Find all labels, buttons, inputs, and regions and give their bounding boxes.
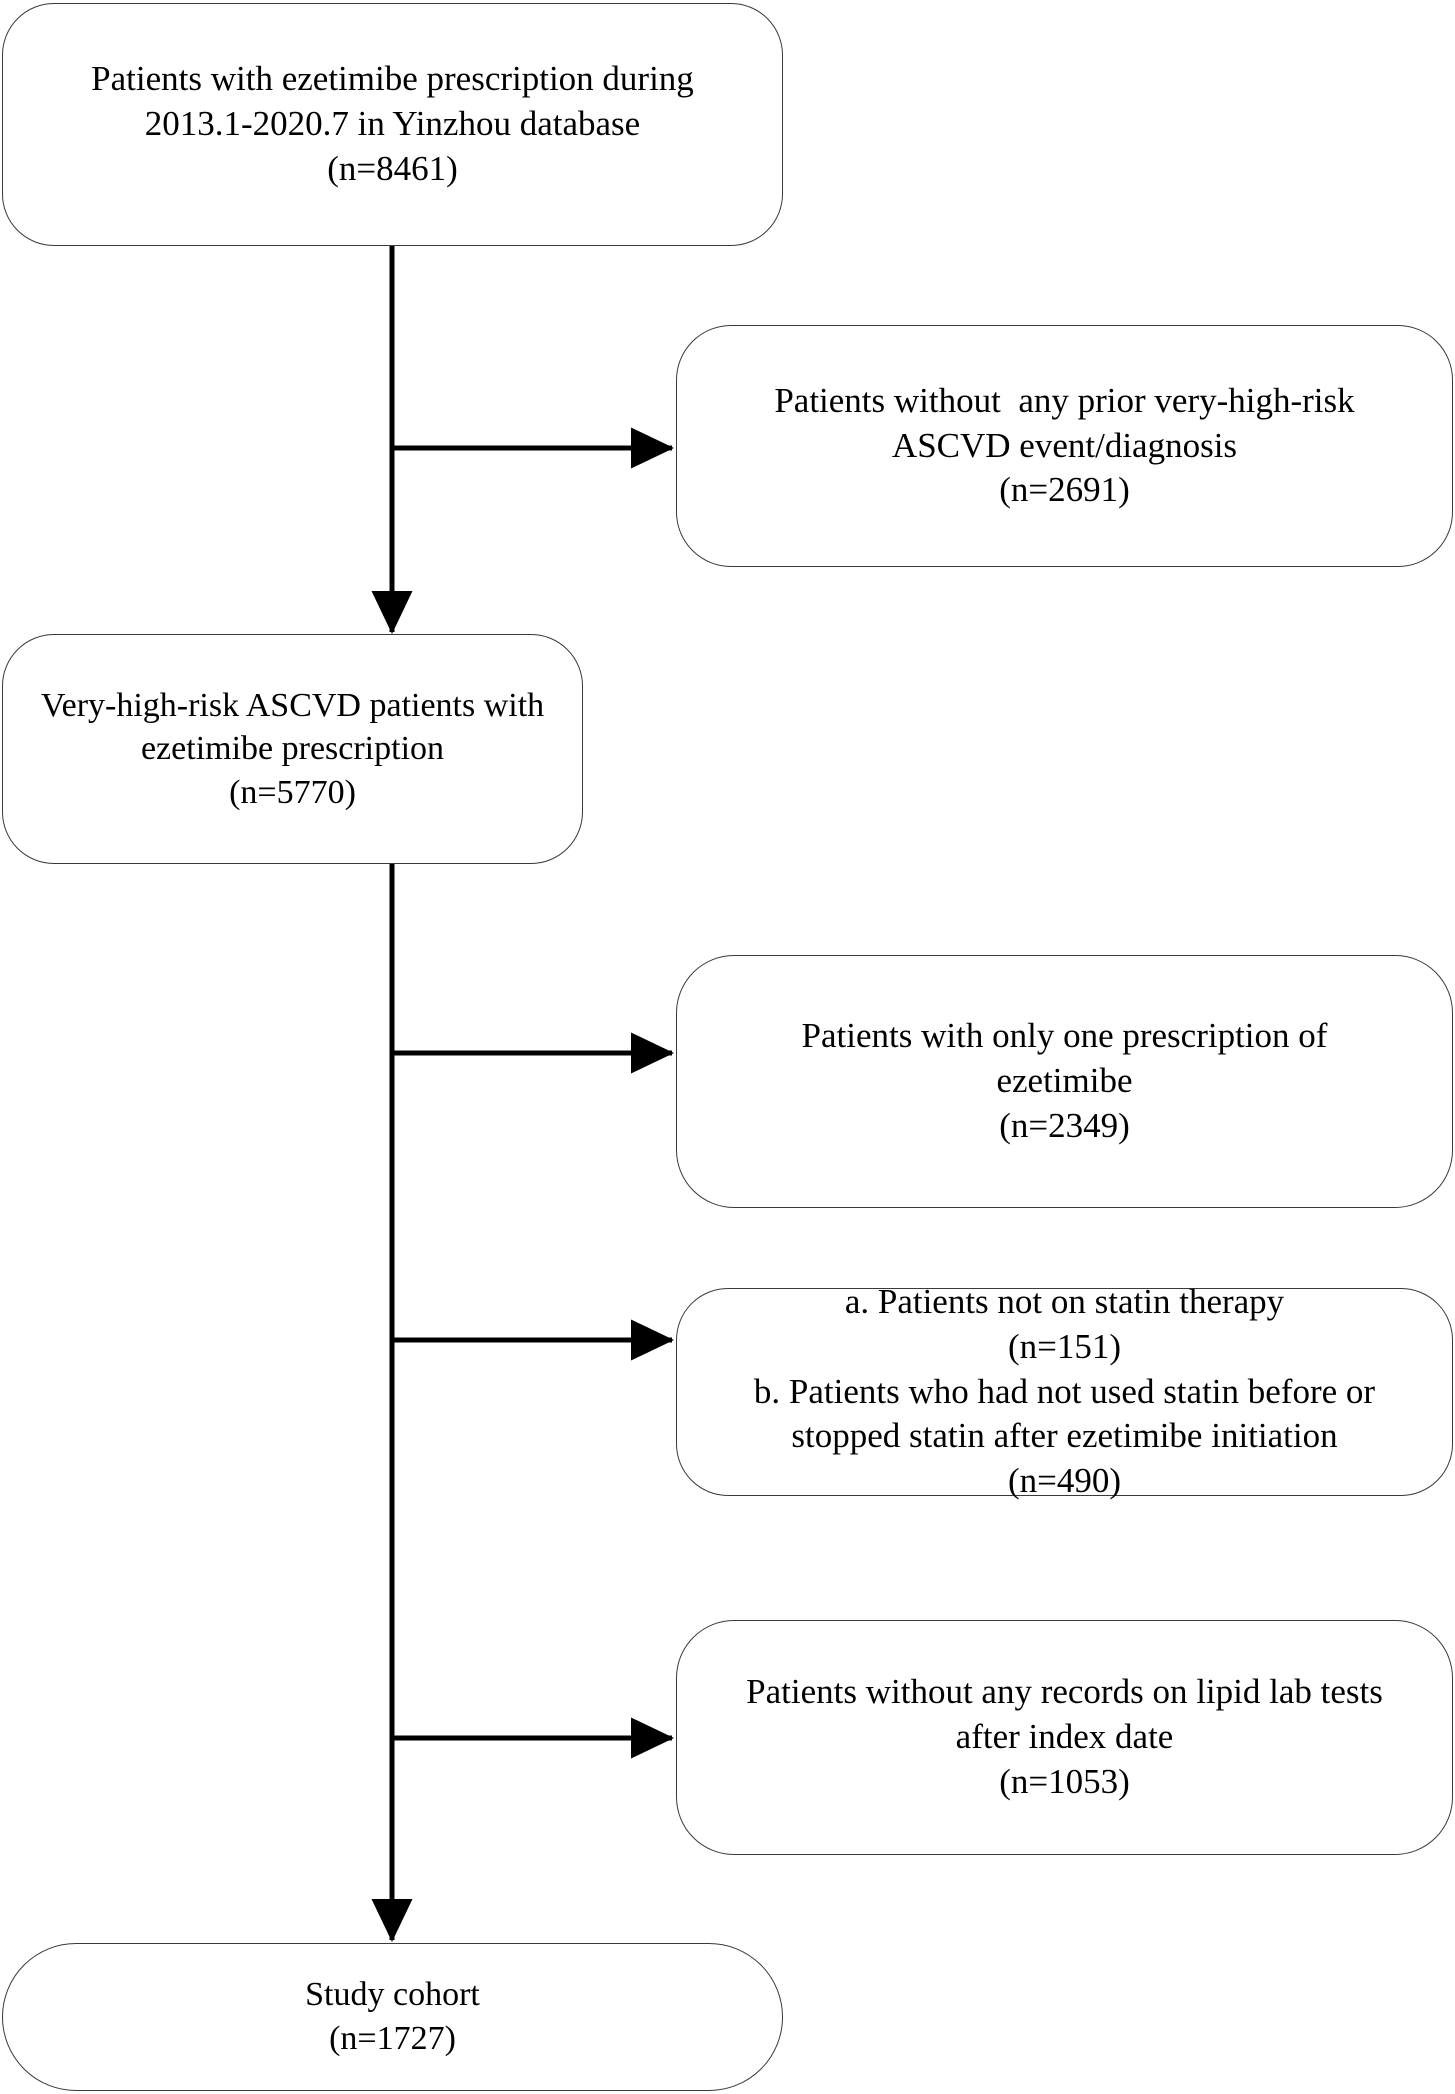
node-source-line-3: (n=8461) (327, 148, 458, 188)
node-source-line-2: 2013.1-2020.7 in Yinzhou database (144, 104, 641, 144)
node-exclusion-statin-line-5: (n=490) (1007, 1461, 1122, 1501)
node-exclusion-ascvd-line-3: (n=2691) (999, 470, 1130, 510)
node-exclusion-no-prior-ascvd: Patients without any prior very-high-ris… (676, 325, 1453, 567)
node-source-line-1: Patients with ezetimibe prescription dur… (91, 59, 694, 99)
node-vhr-line-1: Very-high-risk ASCVD patients with (40, 686, 545, 724)
node-exclusion-ascvd-line-1: Patients without any prior very-high-ris… (774, 380, 1355, 420)
node-exclusion-no-lipid-labs: Patients without any records on lipid la… (676, 1620, 1453, 1855)
node-exclusion-single-prescription: Patients with only one prescription of e… (676, 955, 1453, 1208)
node-exclusion-lipid-line-3: (n=1053) (999, 1761, 1130, 1801)
node-exclusion-statin-line-4: stopped statin after ezetimibe initiatio… (791, 1416, 1338, 1456)
node-exclusion-statin-line-1: a. Patients not on statin therapy (844, 1282, 1285, 1322)
node-final-study-cohort: Study cohort (n=1727) (2, 1943, 783, 2091)
node-very-high-risk-ascvd-cohort: Very-high-risk ASCVD patients with ezeti… (2, 634, 583, 864)
node-vhr-line-2: ezetimibe prescription (140, 730, 445, 768)
node-exclusion-lipid-line-1: Patients without any records on lipid la… (746, 1672, 1383, 1712)
node-exclusion-statin-line-3: b. Patients who had not used statin befo… (753, 1371, 1376, 1411)
node-vhr-line-3: (n=5770) (229, 773, 356, 811)
node-exclusion-ascvd-line-2: ASCVD event/diagnosis (891, 425, 1238, 465)
node-exclusion-single-line-1: Patients with only one prescription of (801, 1016, 1328, 1056)
node-exclusion-lipid-line-2: after index date (955, 1717, 1174, 1757)
node-exclusion-statin-criteria: a. Patients not on statin therapy (n=151… (676, 1282, 1453, 1500)
node-exclusion-single-line-2: ezetimibe (996, 1061, 1133, 1101)
node-exclusion-single-line-3: (n=2349) (999, 1105, 1130, 1145)
node-cohort-line-1: Study cohort (305, 1976, 480, 2014)
node-cohort-line-2: (n=1727) (329, 2020, 456, 2057)
node-source-population: Patients with ezetimibe prescription dur… (2, 3, 783, 246)
node-exclusion-statin-line-2: (n=151) (1007, 1326, 1122, 1366)
